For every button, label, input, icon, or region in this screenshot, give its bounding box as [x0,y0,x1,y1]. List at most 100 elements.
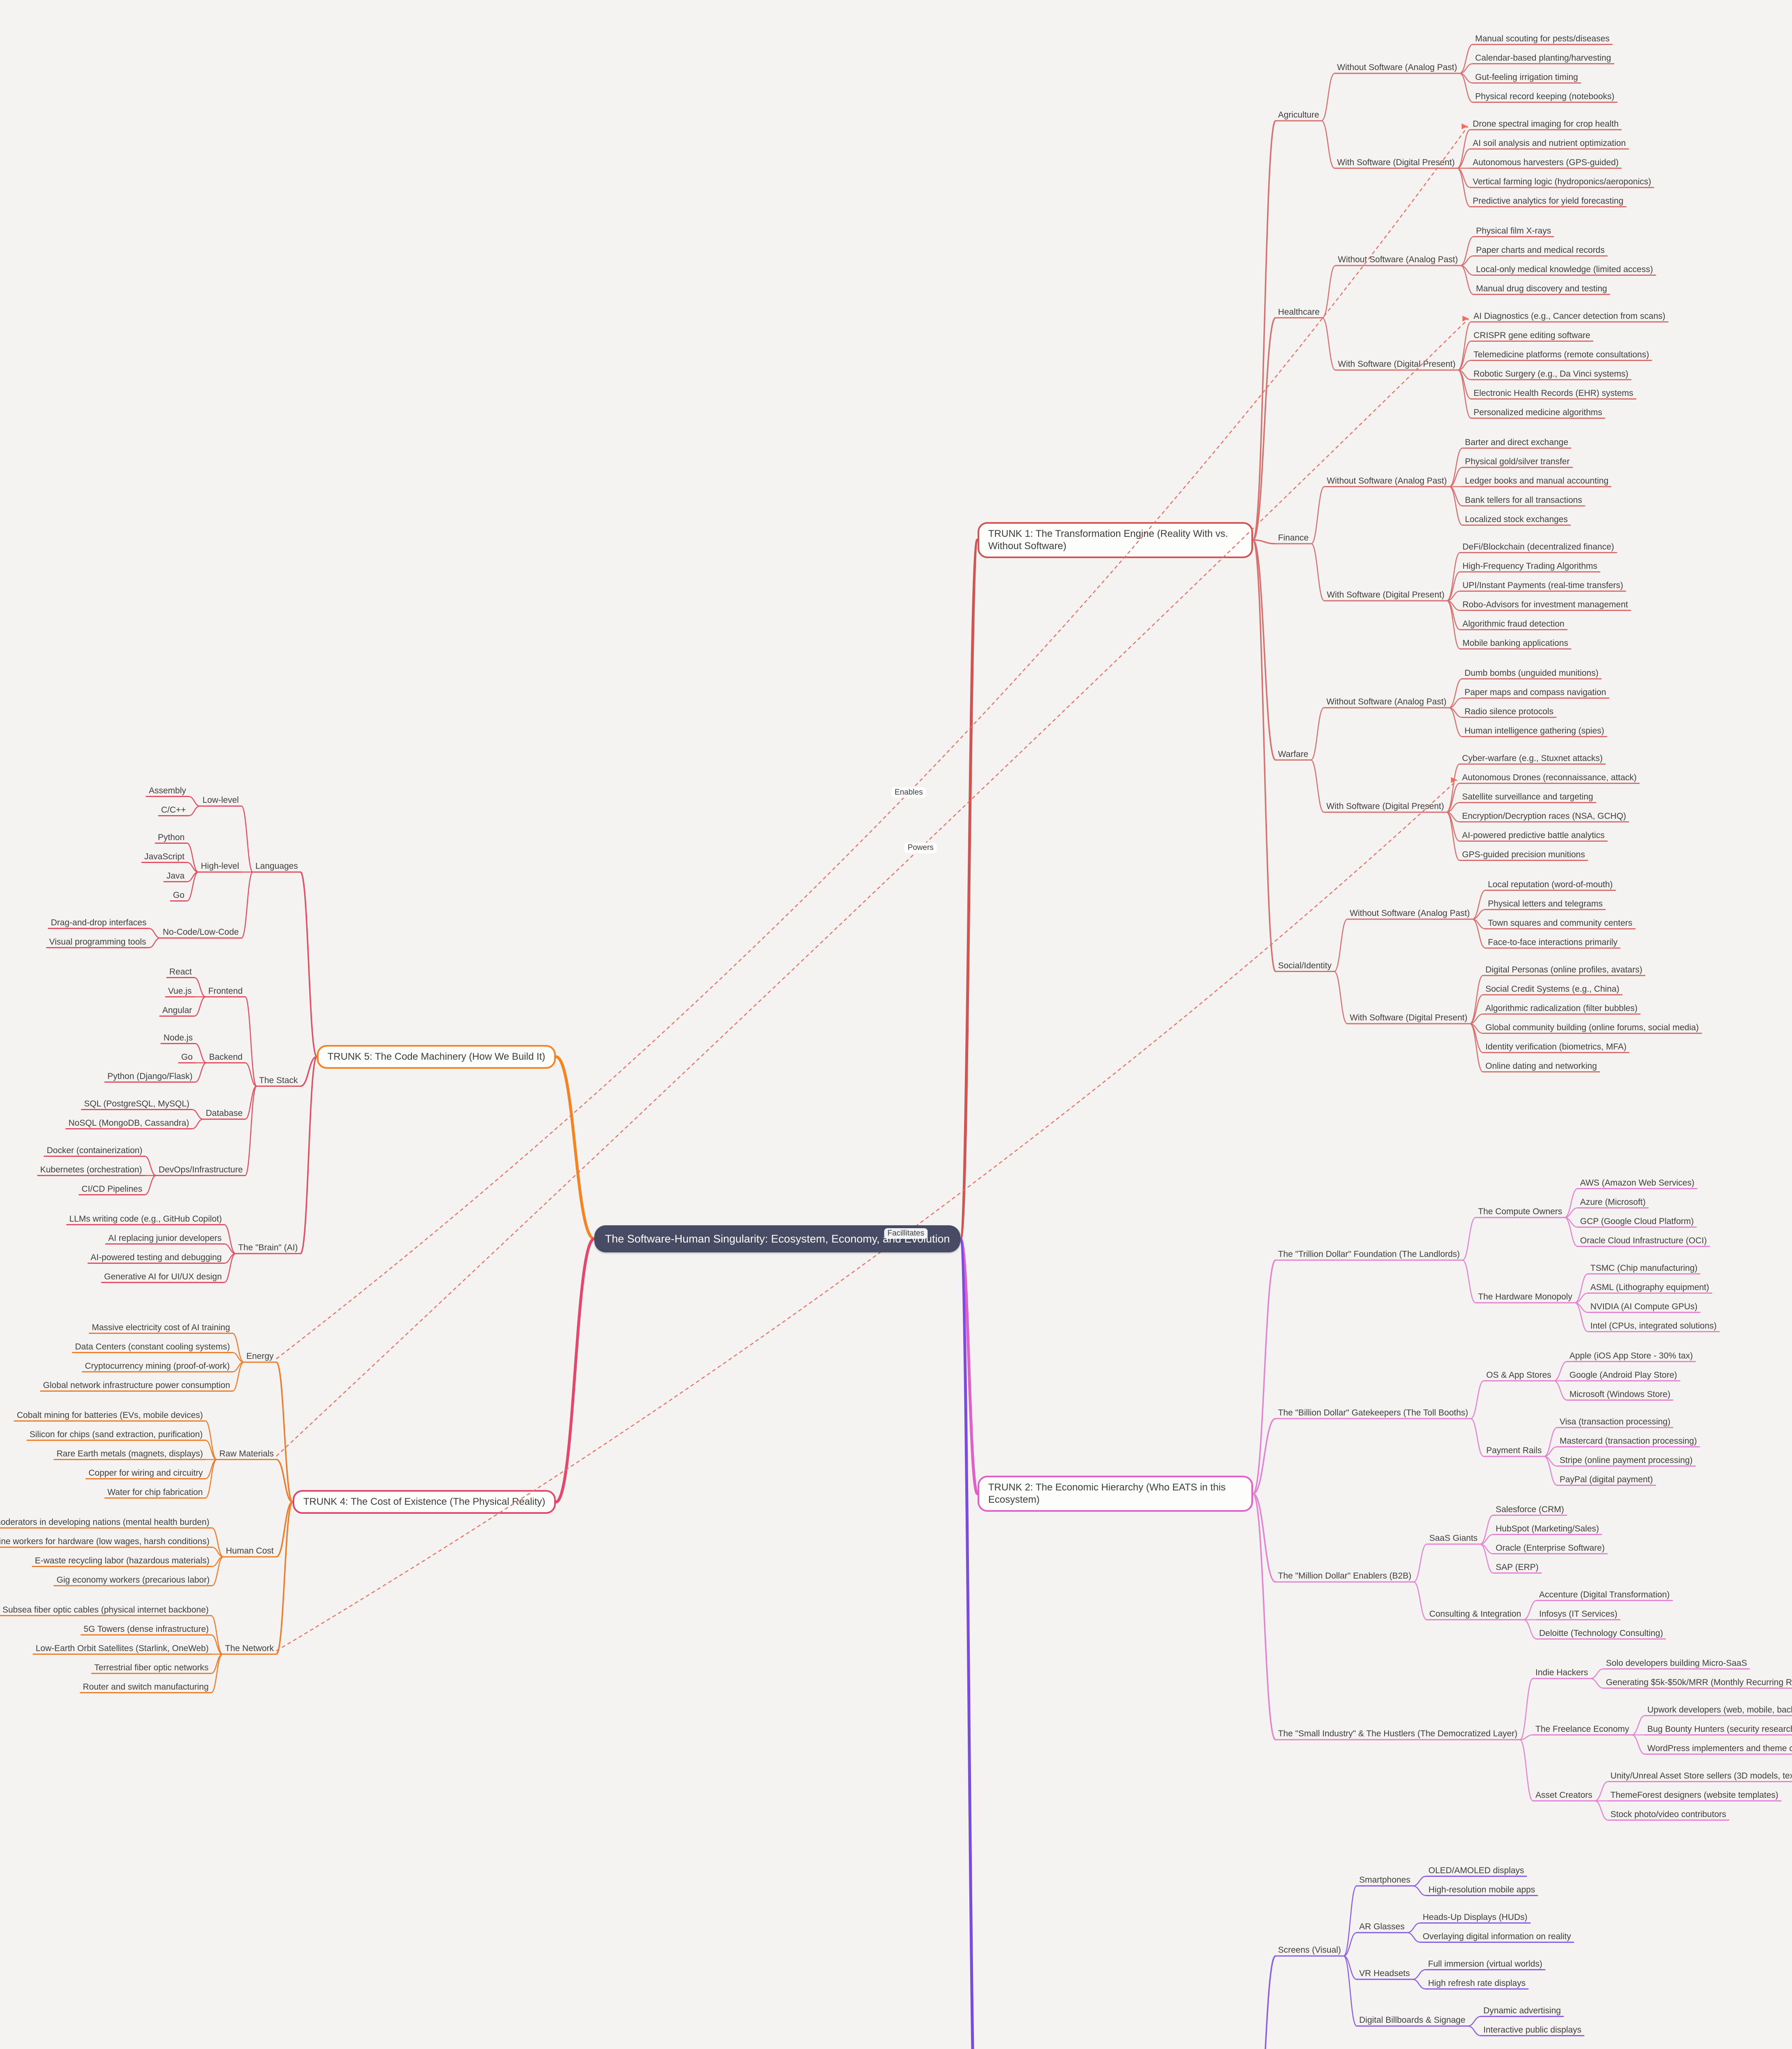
branch-label[interactable]: Low-level [202,795,239,805]
leaf-label[interactable]: Assembly line workers for hardware (low … [0,1536,210,1546]
branch-label[interactable]: The Compute Owners [1478,1207,1562,1216]
leaf-label[interactable]: Local-only medical knowledge (limited ac… [1476,264,1653,274]
leaf-label[interactable]: Docker (containerization) [47,1145,143,1155]
leaf-label[interactable]: SAP (ERP) [1496,1562,1539,1572]
leaf-label[interactable]: Manual drug discovery and testing [1476,284,1607,293]
leaf-label[interactable]: Physical film X-rays [1476,226,1551,236]
leaf-label[interactable]: Vue.js [168,986,192,996]
branch-label[interactable]: Indie Hackers [1535,1668,1588,1677]
leaf-label[interactable]: Visual programming tools [49,937,146,947]
branch-label[interactable]: Raw Materials [219,1449,274,1458]
branch-label[interactable]: Social/Identity [1278,961,1332,970]
leaf-label[interactable]: Global community building (online forums… [1485,1022,1699,1032]
leaf-label[interactable]: ASML (Lithography equipment) [1590,1282,1709,1292]
leaf-label[interactable]: Face-to-face interactions primarily [1488,937,1618,947]
leaf-label[interactable]: Manual scouting for pests/diseases [1475,34,1610,43]
central-topic[interactable]: The Software-Human Singularity: Ecosyste… [594,1225,961,1252]
leaf-label[interactable]: UPI/Instant Payments (real-time transfer… [1462,580,1624,590]
leaf-label[interactable]: Accenture (Digital Transformation) [1539,1590,1670,1599]
branch-label[interactable]: Digital Billboards & Signage [1359,2015,1466,2025]
leaf-label[interactable]: Interactive public displays [1483,2025,1582,2035]
leaf-label[interactable]: Physical record keeping (notebooks) [1475,91,1615,101]
leaf-label[interactable]: AI-powered predictive battle analytics [1462,830,1605,840]
leaf-label[interactable]: Python (Django/Flask) [107,1071,193,1081]
leaf-label[interactable]: Mobile banking applications [1462,638,1568,648]
leaf-label[interactable]: Rare Earth metals (magnets, displays) [57,1449,203,1458]
leaf-label[interactable]: Kubernetes (orchestration) [40,1165,142,1174]
leaf-label[interactable]: Personalized medicine algorithms [1474,407,1602,417]
leaf-label[interactable]: Mastercard (transaction processing) [1560,1436,1697,1446]
leaf-label[interactable]: Overlaying digital information on realit… [1423,1931,1571,1941]
leaf-label[interactable]: Physical letters and telegrams [1488,899,1603,909]
branch-label[interactable]: With Software (Digital Present) [1338,359,1456,369]
leaf-label[interactable]: Terrestrial fiber optic networks [94,1663,209,1672]
leaf-label[interactable]: Azure (Microsoft) [1580,1197,1646,1207]
leaf-label[interactable]: WordPress implementers and theme customi… [1647,1743,1792,1753]
leaf-label[interactable]: Calendar-based planting/harvesting [1475,53,1611,63]
branch-label[interactable]: Screens (Visual) [1278,1945,1341,1955]
leaf-label[interactable]: ThemeForest designers (website templates… [1610,1790,1778,1800]
branch-label[interactable]: Languages [255,861,298,871]
leaf-label[interactable]: Router and switch manufacturing [83,1682,209,1692]
leaf-label[interactable]: AI Diagnostics (e.g., Cancer detection f… [1474,311,1666,321]
leaf-label[interactable]: Satellite surveillance and targeting [1462,792,1593,802]
leaf-label[interactable]: Bug Bounty Hunters (security researchers… [1647,1724,1792,1734]
branch-label[interactable]: The Network [225,1643,274,1653]
leaf-label[interactable]: Ledger books and manual accounting [1465,476,1609,486]
branch-label[interactable]: Frontend [208,986,243,996]
leaf-label[interactable]: Paper maps and compass navigation [1465,687,1606,697]
leaf-label[interactable]: AWS (Amazon Web Services) [1580,1178,1694,1188]
leaf-label[interactable]: Drag-and-drop interfaces [51,918,147,927]
branch-label[interactable]: Database [206,1109,243,1118]
leaf-label[interactable]: Generative AI for UI/UX design [104,1272,222,1281]
branch-label[interactable]: Backend [209,1052,243,1062]
leaf-label[interactable]: JavaScript [144,852,185,861]
leaf-label[interactable]: React [169,967,192,977]
leaf-label[interactable]: GPS-guided precision munitions [1462,850,1585,859]
leaf-label[interactable]: Cyber-warfare (e.g., Stuxnet attacks) [1462,753,1603,763]
leaf-label[interactable]: Upwork developers (web, mobile, backend) [1647,1705,1792,1715]
branch-label[interactable]: With Software (Digital Present) [1350,1013,1468,1022]
leaf-label[interactable]: High-Frequency Trading Algorithms [1462,561,1598,571]
leaf-label[interactable]: Node.js [164,1033,193,1043]
leaf-label[interactable]: Google (Android Play Store) [1569,1370,1677,1380]
leaf-label[interactable]: Town squares and community centers [1488,918,1633,928]
leaf-label[interactable]: LLMs writing code (e.g., GitHub Copilot) [69,1214,222,1224]
leaf-label[interactable]: Telemedicine platforms (remote consultat… [1474,350,1649,359]
leaf-label[interactable]: Global network infrastructure power cons… [43,1380,230,1390]
branch-label[interactable]: Asset Creators [1535,1790,1592,1800]
leaf-label[interactable]: Gut-feeling irrigation timing [1475,72,1578,82]
leaf-label[interactable]: Heads-Up Displays (HUDs) [1423,1912,1528,1922]
branch-label[interactable]: Warfare [1278,749,1308,759]
leaf-label[interactable]: Bank tellers for all transactions [1465,495,1582,505]
leaf-label[interactable]: Oracle Cloud Infrastructure (OCI) [1580,1236,1707,1245]
leaf-label[interactable]: Vertical farming logic (hydroponics/aero… [1473,177,1651,186]
leaf-label[interactable]: Autonomous harvesters (GPS-guided) [1473,157,1619,167]
leaf-label[interactable]: Visa (transaction processing) [1560,1417,1671,1427]
leaf-label[interactable]: Silicon for chips (sand extraction, puri… [30,1429,203,1439]
leaf-label[interactable]: NVIDIA (AI Compute GPUs) [1590,1302,1698,1311]
branch-label[interactable]: With Software (Digital Present) [1327,590,1445,600]
leaf-label[interactable]: Dynamic advertising [1483,2006,1561,2015]
branch-label[interactable]: With Software (Digital Present) [1337,157,1455,167]
branch-label[interactable]: SaaS Giants [1429,1533,1478,1543]
leaf-label[interactable]: E-waste recycling labor (hazardous mater… [35,1556,209,1565]
branch-label[interactable]: Smartphones [1359,1875,1410,1885]
leaf-label[interactable]: Stripe (online payment processing) [1560,1455,1693,1465]
leaf-label[interactable]: SQL (PostgreSQL, MySQL) [84,1099,190,1109]
branch-label[interactable]: The "Billion Dollar" Gatekeepers (The To… [1278,1408,1468,1417]
branch-label[interactable]: Without Software (Analog Past) [1350,909,1470,918]
branch-label[interactable]: Healthcare [1278,307,1320,317]
leaf-label[interactable]: 5G Towers (dense infrastructure) [84,1624,209,1634]
branch-label[interactable]: AR Glasses [1359,1922,1405,1931]
leaf-label[interactable]: Solo developers building Micro-SaaS [1606,1658,1747,1668]
leaf-label[interactable]: Go [173,890,185,900]
leaf-label[interactable]: Local reputation (word-of-mouth) [1488,879,1613,889]
branch-label[interactable]: Without Software (Analog Past) [1337,63,1457,72]
leaf-label[interactable]: Copper for wiring and circuitry [89,1468,203,1478]
leaf-label[interactable]: OLED/AMOLED displays [1428,1865,1524,1875]
leaf-label[interactable]: C/C++ [161,805,186,815]
t2-node[interactable]: TRUNK 2: The Economic Hierarchy (Who EAT… [978,1476,1253,1512]
branch-label[interactable]: Consulting & Integration [1429,1609,1521,1619]
leaf-label[interactable]: Massive electricity cost of AI training [92,1322,230,1332]
